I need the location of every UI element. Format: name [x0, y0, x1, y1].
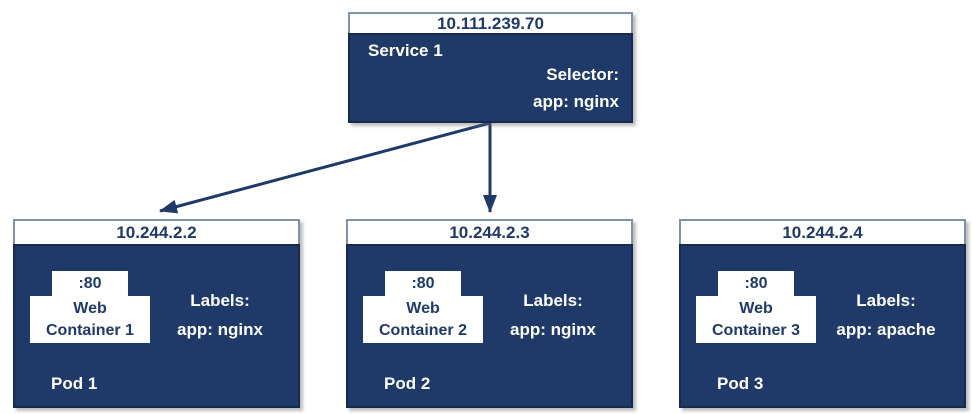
pod-3-name: Pod 3: [717, 374, 764, 393]
service-body: Service 1 Selector: app: nginx: [348, 33, 633, 123]
pod-1-box: 10.244.2.2 :80 Web Container 1 Labels: a…: [13, 219, 300, 408]
pod-1-labels-title: Labels:: [190, 291, 250, 310]
pod-2-name: Pod 2: [384, 374, 431, 393]
pod-2-labels-value: app: nginx: [510, 320, 596, 339]
pod-2-labels-title: Labels:: [523, 291, 583, 310]
pod-3-port-badge: :80: [718, 271, 794, 296]
pod-2-labels: Labels: app: nginx: [479, 286, 627, 344]
pod-2-box: 10.244.2.3 :80 Web Container 2 Labels: a…: [346, 219, 633, 408]
service-box: 10.111.239.70 Service 1 Selector: app: n…: [348, 12, 633, 123]
pod-3-body: :80 Web Container 3 Labels: app: apache …: [679, 244, 966, 408]
pod-3-labels-title: Labels:: [856, 291, 916, 310]
pod-1-labels: Labels: app: nginx: [146, 286, 294, 344]
pod-1-body: :80 Web Container 1 Labels: app: nginx P…: [13, 244, 300, 408]
pod-3-labels: Labels: app: apache: [812, 286, 960, 344]
pod-3-web-container-box: Web Container 3: [696, 296, 816, 343]
pod-2-ip-header: 10.244.2.3: [346, 219, 633, 244]
pod-2-port-badge: :80: [385, 271, 461, 296]
pod-1-port-badge: :80: [52, 271, 128, 296]
selector-value: app: nginx: [533, 92, 619, 111]
service-selector: Selector: app: nginx: [533, 61, 619, 115]
pod-1-ip-header: 10.244.2.2: [13, 219, 300, 244]
pod-1-web-container-box: Web Container 1: [30, 296, 150, 343]
pod-3-labels-value: app: apache: [836, 320, 936, 339]
selector-title: Selector:: [546, 65, 619, 84]
service-ip-header: 10.111.239.70: [348, 12, 633, 33]
service-name: Service 1: [368, 41, 443, 60]
pod-1-name: Pod 1: [51, 374, 98, 393]
arrow-service-to-pod1: [159, 121, 491, 214]
pod-2-body: :80 Web Container 2 Labels: app: nginx P…: [346, 244, 633, 408]
pod-3-box: 10.244.2.4 :80 Web Container 3 Labels: a…: [679, 219, 966, 408]
pod-3-ip-header: 10.244.2.4: [679, 219, 966, 244]
pod-2-web-container-box: Web Container 2: [363, 296, 483, 343]
pod-1-labels-value: app: nginx: [177, 320, 263, 339]
